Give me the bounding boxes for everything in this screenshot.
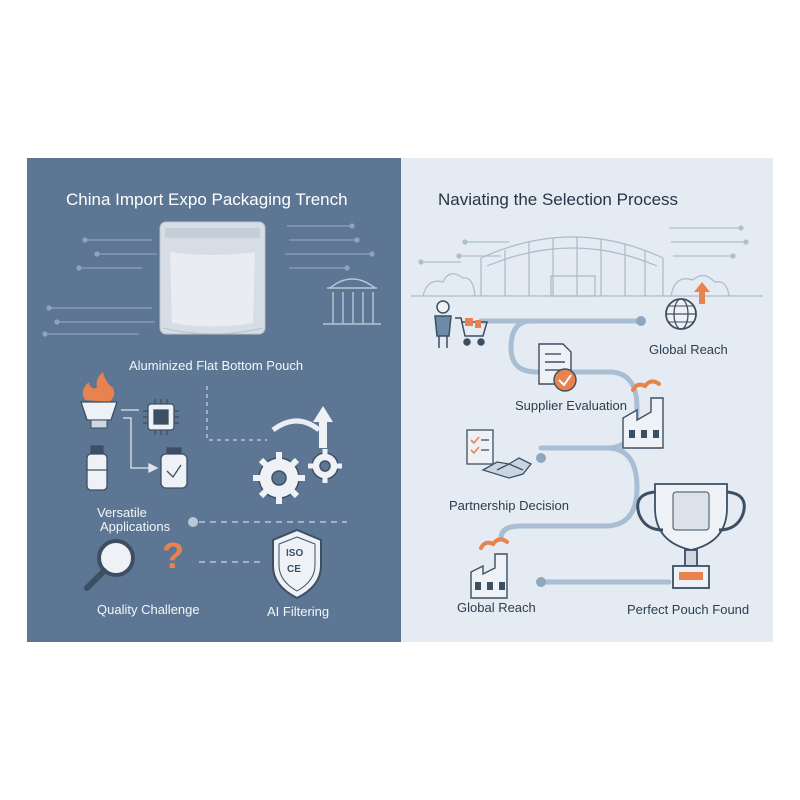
flame-bulb-icon [80,372,118,429]
microchip-icon [143,399,179,435]
applications-label-line2: Applications [100,519,171,534]
dashed-connector-icon [206,386,267,441]
aluminum-pouch-icon [159,221,266,335]
ai-filtering-label: AI Filtering [267,604,330,619]
question-mark-icon: ? [162,535,184,576]
global-reach-bottom-label: Global Reach [457,600,536,615]
expo-stadium-icon [411,236,763,297]
perfect-pouch-label: Perfect Pouch Found [627,602,750,617]
path-node-1-icon [636,316,646,326]
trophy-icon [636,483,746,589]
right-title: Naviating the Selection Process [438,190,679,209]
partnership-decision-label: Partnership Decision [449,498,569,513]
gears-icon [253,449,342,504]
shopper-cart-icon [434,300,488,348]
connector-arrow-icon [121,409,159,474]
left-title: China Import Expo Packaging Trench [66,190,348,209]
product-jar-icon [160,447,188,489]
circuit-lines-top-icon [418,225,749,265]
circuit-lines-left-icon [42,237,157,337]
path-node-2-icon [536,453,546,463]
pouch-label: Aluminized Flat Bottom Pouch [129,358,304,373]
circuit-lines-right-icon [285,223,375,271]
globe-arrow-icon [665,282,710,330]
applications-label-line1: Versatile [97,505,147,520]
right-decoration [411,225,763,599]
evaluation-document-icon [538,343,577,392]
left-panel: China Import Expo Packaging Trench Alumi… [27,158,401,642]
handshake-document-icon [466,429,533,479]
factory-smoke-icon [622,379,664,449]
right-panel: Naviating the Selection Process Global R… [401,158,773,642]
path-node-3-icon [536,577,546,587]
quality-challenge-label: Quality Challenge [97,602,200,617]
lotion-bottle-icon [86,445,108,491]
left-decoration [42,221,381,600]
pavilion-icon [323,278,381,325]
applications-divider-icon [188,517,347,527]
supplier-evaluation-label: Supplier Evaluation [515,398,628,413]
iso-mark: ISO [286,548,304,559]
certification-shield-icon [272,528,322,600]
growth-arrow-icon [271,406,333,448]
magnifier-icon [84,539,135,591]
global-reach-top-label: Global Reach [649,342,728,357]
selection-path-icon [478,318,672,585]
ce-mark: CE [287,564,301,575]
factory-bottom-icon [470,537,509,599]
